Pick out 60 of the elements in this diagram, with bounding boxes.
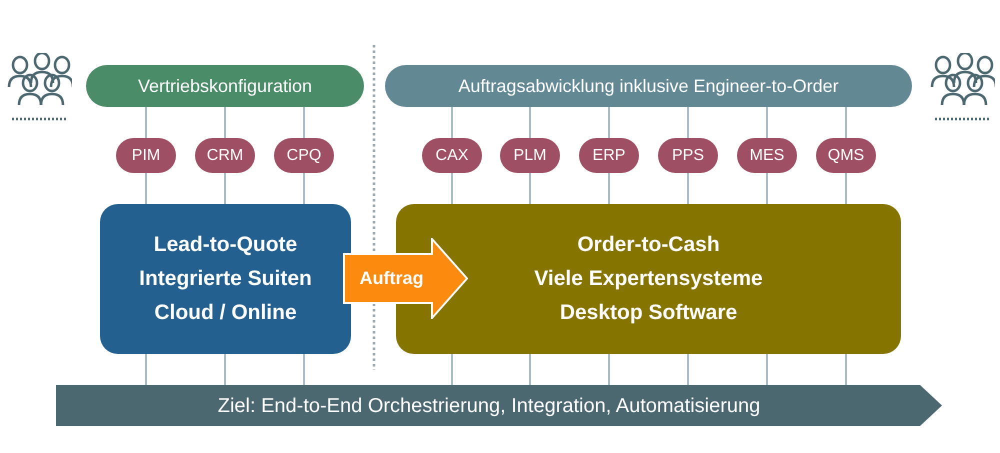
- connector-line: [529, 173, 531, 204]
- node-text: CRM: [206, 146, 244, 166]
- process-box: [100, 204, 351, 354]
- node-text: PPS: [672, 146, 704, 166]
- system-pill: [579, 138, 639, 173]
- connector-line: [608, 107, 610, 138]
- connector-line: [687, 354, 689, 385]
- connector-line: [145, 354, 147, 385]
- connector-line: [687, 173, 689, 204]
- system-pill: [737, 138, 797, 173]
- connector-line: [766, 173, 768, 204]
- connector-line: [303, 354, 305, 385]
- connector-line: [145, 173, 147, 204]
- node-text: MES: [750, 146, 784, 166]
- system-pill: [500, 138, 560, 173]
- connector-line: [529, 354, 531, 385]
- node-text: QMS: [828, 146, 864, 166]
- header-pill: [385, 65, 912, 107]
- system-pill: [274, 138, 334, 173]
- connector-line: [303, 107, 305, 138]
- connector-line: [766, 354, 768, 385]
- node-text: Auftrag: [360, 267, 424, 290]
- connector-line: [145, 107, 147, 138]
- header-pill: [86, 65, 364, 107]
- node-text: CAX: [436, 146, 468, 166]
- node-text: Viele Expertensysteme: [534, 266, 763, 292]
- node-text: PLM: [514, 146, 546, 166]
- node-text: Ziel: End-to-End Orchestrierung, Integration, Automatisierung: [218, 394, 760, 418]
- connector-line: [224, 354, 226, 385]
- system-pill: [116, 138, 176, 173]
- connector-line: [303, 173, 305, 204]
- system-pill: [195, 138, 255, 173]
- connector-line: [845, 354, 847, 385]
- connector-line: [451, 354, 453, 385]
- node-text: Order-to-Cash: [577, 232, 720, 258]
- node-text: Cloud / Online: [154, 300, 297, 326]
- connector-line: [608, 173, 610, 204]
- node-text: Desktop Software: [560, 300, 738, 326]
- connector-line: [224, 107, 226, 138]
- connector-line: [224, 173, 226, 204]
- node-text: ERP: [592, 146, 626, 166]
- node-text: PIM: [132, 146, 160, 166]
- connector-line: [845, 173, 847, 204]
- node-text: Integrierte Suiten: [139, 266, 312, 292]
- connector-line: [608, 354, 610, 385]
- node-text: Vertriebskonfiguration: [138, 74, 312, 98]
- connector-line: [451, 173, 453, 204]
- connector-line: [451, 107, 453, 138]
- system-pill: [658, 138, 718, 173]
- connector-line: [845, 107, 847, 138]
- system-pill: [816, 138, 876, 173]
- connector-line: [529, 107, 531, 138]
- node-text: Lead-to-Quote: [154, 232, 298, 258]
- node-text: CPQ: [286, 146, 322, 166]
- node-text: Auftragsabwicklung inklusive Engineer-to-Order: [458, 74, 839, 98]
- connector-line: [766, 107, 768, 138]
- goal-arrow-bar: [56, 385, 942, 426]
- system-pill: [422, 138, 482, 173]
- connector-line: [687, 107, 689, 138]
- block-arrow: [343, 238, 468, 319]
